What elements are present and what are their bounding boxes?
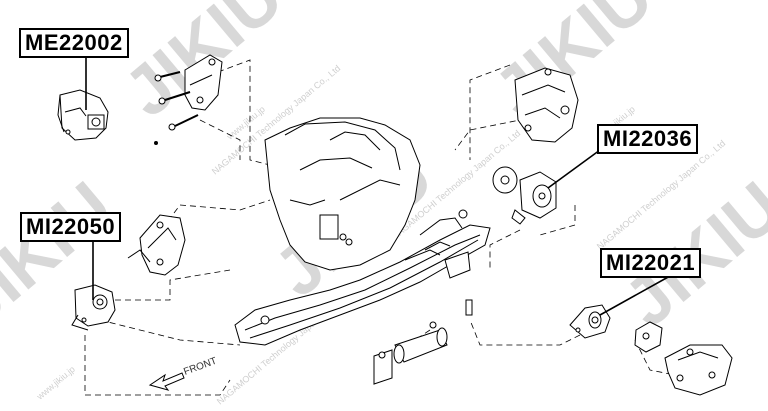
part-label-mi22036: MI22036 xyxy=(597,124,699,154)
part-label-mi22050: MI22050 xyxy=(20,212,122,242)
bracket-upper-left xyxy=(154,54,223,145)
mount-mi22021 xyxy=(569,304,611,339)
part-label-me22002: ME22002 xyxy=(19,28,129,58)
bracket-upper-right xyxy=(514,67,579,143)
subframe xyxy=(234,209,491,346)
front-arrow-icon xyxy=(148,372,185,391)
transmission-mount xyxy=(373,299,473,385)
leader-lines xyxy=(85,52,671,316)
mount-me22002 xyxy=(57,89,109,141)
bracket-left xyxy=(127,214,186,276)
engine-block xyxy=(264,117,421,271)
mount-mi22050 xyxy=(71,284,116,331)
front-label: FRONT xyxy=(182,356,218,378)
part-label-mi22021: MI22021 xyxy=(600,248,702,278)
watermark-url: www.jikiu.jp xyxy=(34,364,77,402)
mount-mi22036 xyxy=(492,166,557,225)
front-indicator: FRONT xyxy=(148,356,218,391)
bracket-lower-right xyxy=(634,321,733,396)
